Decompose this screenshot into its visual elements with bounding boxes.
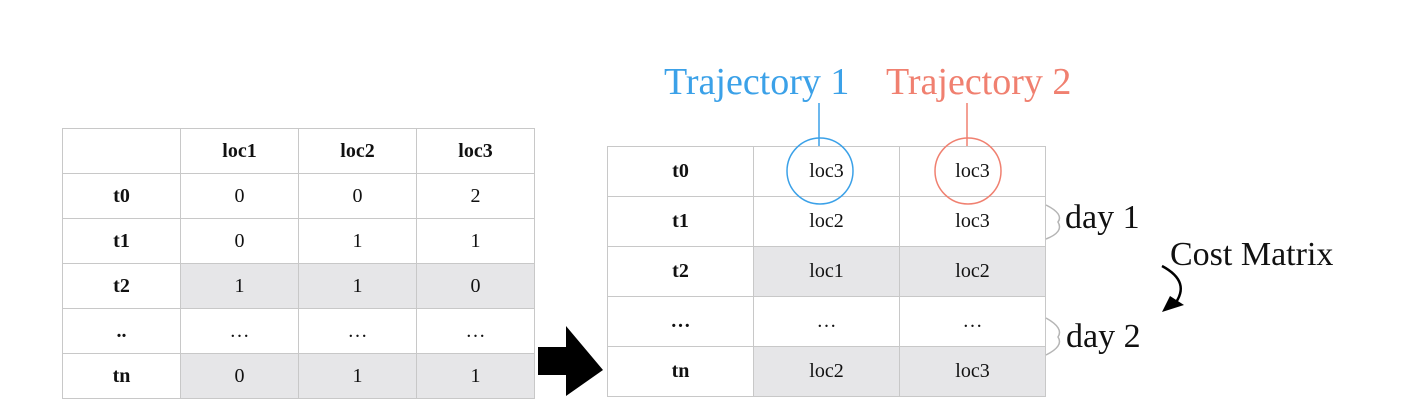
row-header: …: [607, 296, 754, 347]
row-header: t1: [607, 196, 754, 247]
table-cell: …: [180, 308, 299, 354]
table-row: t1 0 1 1: [62, 218, 535, 264]
table-row: t1 loc2 loc3: [607, 196, 1046, 247]
table-row: … … …: [607, 296, 1046, 347]
day-1-label: day 1: [1065, 199, 1140, 236]
table-cell: 2: [416, 173, 535, 219]
table-cell: 1: [298, 263, 417, 309]
table-row: tn loc2 loc3: [607, 346, 1046, 397]
table-cell: …: [899, 296, 1046, 347]
location-count-table: loc1 loc2 loc3 t0 0 0 2 t1 0 1 1 t2 1 1 …: [62, 128, 535, 399]
table-cell: 0: [180, 218, 299, 264]
table-cell: loc3: [899, 146, 1046, 197]
cost-matrix-arrowhead-icon: [1162, 296, 1184, 312]
table-cell: loc3: [899, 196, 1046, 247]
table-row: t0 0 0 2: [62, 173, 535, 219]
row-header: tn: [607, 346, 754, 397]
table-cell: …: [298, 308, 417, 354]
cost-matrix-label: Cost Matrix: [1170, 236, 1334, 273]
row-header: t0: [607, 146, 754, 197]
trajectory-1-label: Trajectory 1: [664, 61, 850, 103]
table-row: tn 0 1 1: [62, 353, 535, 399]
trajectory-1-circle: [786, 137, 854, 205]
table-cell: 0: [180, 353, 299, 399]
trajectory-table: t0 loc3 loc3 t1 loc2 loc3 t2 loc1 loc2 ……: [607, 146, 1046, 397]
row-header: t2: [62, 263, 181, 309]
table-row: t0 loc3 loc3: [607, 146, 1046, 197]
table-cell: 0: [298, 173, 417, 219]
table-cell: 1: [416, 218, 535, 264]
table-cell: 0: [416, 263, 535, 309]
day-2-label: day 2: [1066, 318, 1141, 355]
table-row: t2 loc1 loc2: [607, 246, 1046, 297]
trajectory-2-circle: [934, 137, 1002, 205]
row-header: tn: [62, 353, 181, 399]
table-cell: loc3: [899, 346, 1046, 397]
table-cell: …: [753, 296, 900, 347]
table-cell: 1: [180, 263, 299, 309]
table-row: .. … … …: [62, 308, 535, 354]
table-row: t2 1 1 0: [62, 263, 535, 309]
row-header: t1: [62, 218, 181, 264]
table-cell: 1: [298, 353, 417, 399]
table-cell: loc3: [753, 146, 900, 197]
day-2-brace: [1045, 317, 1061, 356]
table-cell: 1: [416, 353, 535, 399]
trajectory-2-label: Trajectory 2: [886, 61, 1072, 103]
table-cell: loc2: [753, 346, 900, 397]
transform-arrow-icon: [538, 326, 603, 396]
day-1-brace: [1045, 204, 1061, 240]
row-header: t2: [607, 246, 754, 297]
column-header: loc3: [416, 128, 535, 174]
table-cell: loc2: [753, 196, 900, 247]
table-cell: loc2: [899, 246, 1046, 297]
